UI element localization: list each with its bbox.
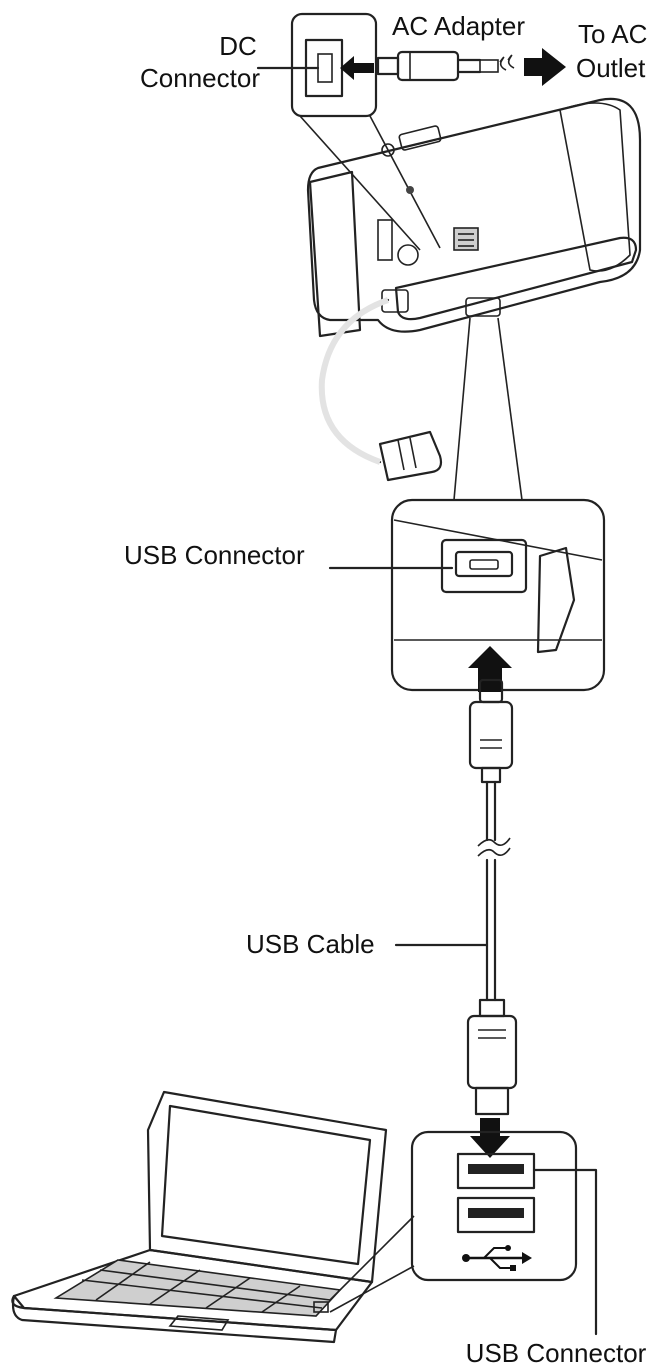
ac-adapter-plug bbox=[376, 50, 515, 82]
camcorder bbox=[306, 97, 642, 482]
leader-line-left bbox=[453, 317, 471, 501]
laptop bbox=[11, 1090, 388, 1344]
usb-connector-camera-label: USB Connector bbox=[124, 540, 305, 570]
leader-line-right bbox=[497, 317, 523, 501]
dc-connector-label-line2: Connector bbox=[140, 63, 260, 93]
to-ac-label-line2: Outlet bbox=[576, 53, 646, 83]
arrow-left-icon bbox=[340, 56, 374, 80]
arrow-down-icon bbox=[470, 1118, 510, 1158]
camera-usb-closeup bbox=[390, 498, 606, 692]
arrow-right-icon bbox=[524, 48, 566, 86]
usb-connector-pc-label: USB Connector bbox=[466, 1338, 647, 1367]
pc-usb-closeup bbox=[410, 1130, 578, 1282]
to-ac-label-line1: To AC bbox=[578, 19, 647, 49]
dc-connector-label-line1: DC bbox=[219, 31, 257, 61]
usb-cable bbox=[466, 678, 518, 1116]
arrow-up-icon bbox=[468, 646, 512, 692]
usb-cable-label: USB Cable bbox=[246, 929, 375, 959]
usb-connector-pc-leader bbox=[532, 1168, 598, 1336]
usb-symbol-icon bbox=[462, 1245, 532, 1271]
dc-connector-closeup bbox=[256, 12, 441, 251]
ac-adapter-label: AC Adapter bbox=[392, 11, 525, 41]
